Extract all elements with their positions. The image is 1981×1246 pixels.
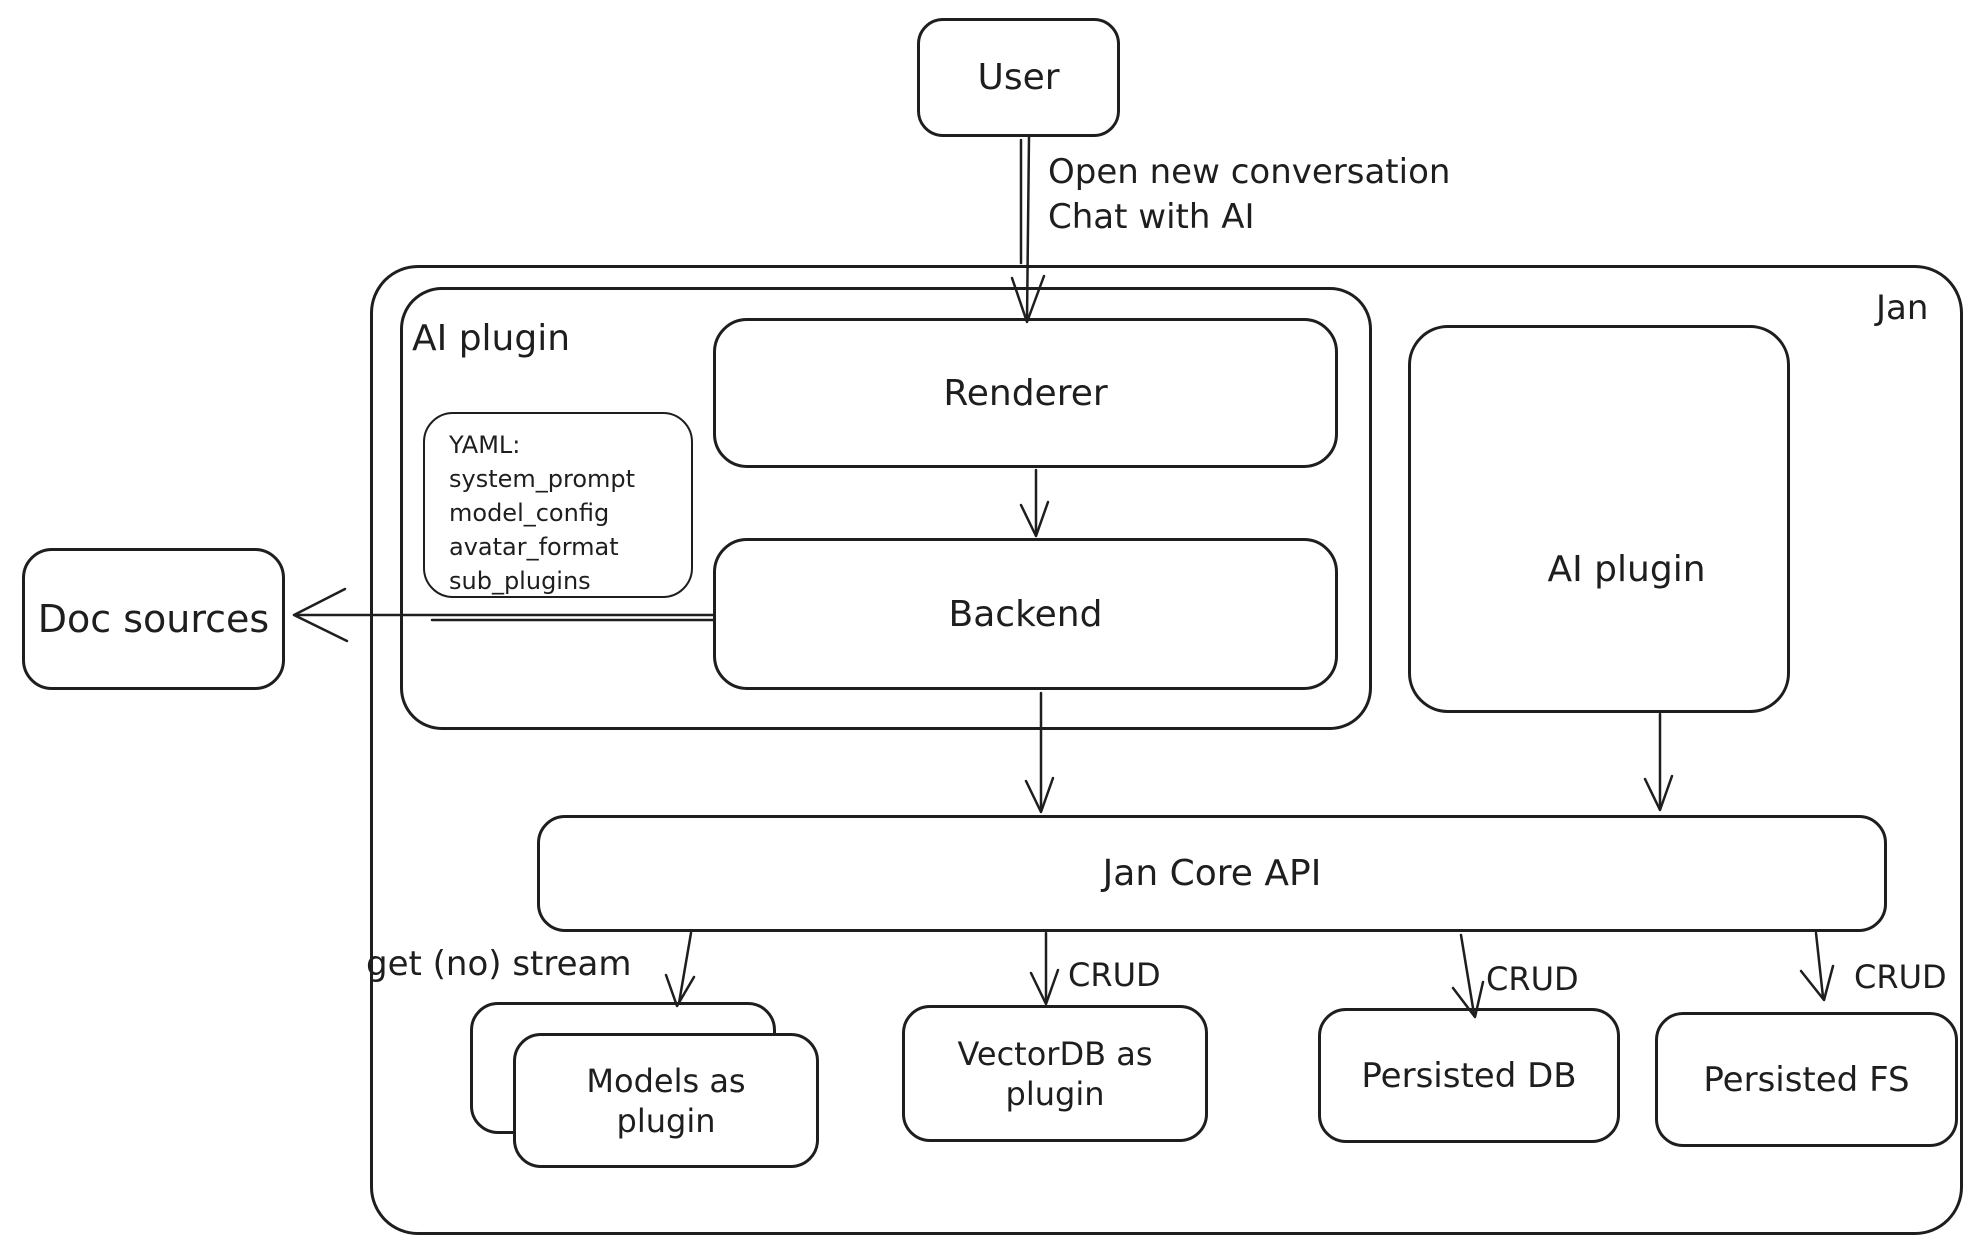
node-doc-sources: Doc sources [22, 548, 285, 690]
models-plugin-label: Models as plugin [586, 1061, 746, 1140]
vectordb-plugin-label: VectorDB as plugin [957, 1034, 1153, 1113]
ai-plugin-container-label: AI plugin [412, 318, 571, 359]
edge-label-crud-persisted-db: CRUD [1486, 960, 1579, 998]
node-ai-plugin-container [400, 287, 1372, 730]
jan-core-api-label: Jan Core API [1102, 853, 1322, 894]
renderer-label: Renderer [943, 372, 1108, 414]
edge-label-open-conversation: Open new conversation [1048, 152, 1451, 192]
node-renderer: Renderer [713, 318, 1338, 468]
node-jan-core-api: Jan Core API [537, 815, 1887, 932]
user-label: User [977, 57, 1060, 98]
node-persisted-db: Persisted DB [1318, 1008, 1620, 1143]
yaml-line: model_config [449, 499, 610, 527]
node-ai-plugin-right: AI plugin [1408, 325, 1790, 713]
ai-plugin-right-label: AI plugin [1547, 548, 1706, 590]
yaml-line: sub_plugins [449, 567, 591, 595]
edge-label-crud-vectordb: CRUD [1068, 956, 1161, 994]
yaml-line: YAML: [449, 431, 521, 459]
persisted-db-label: Persisted DB [1361, 1055, 1577, 1096]
yaml-line: system_prompt [449, 465, 636, 493]
edge-label-user-actions: Open new conversation Chat with AI [1048, 150, 1450, 240]
node-backend: Backend [713, 538, 1338, 690]
doc-sources-label: Doc sources [37, 597, 270, 641]
node-user: User [917, 18, 1120, 137]
persisted-fs-label: Persisted FS [1703, 1059, 1910, 1100]
yaml-line: avatar_format [449, 533, 619, 561]
edge-label-get-no-stream: get (no) stream [366, 944, 632, 984]
edge-label-crud-persisted-fs: CRUD [1854, 958, 1947, 996]
node-jan-container [370, 265, 1963, 1235]
edge-label-chat-with-ai: Chat with AI [1048, 197, 1255, 237]
node-persisted-fs: Persisted FS [1655, 1012, 1958, 1147]
node-vectordb-plugin: VectorDB as plugin [902, 1005, 1208, 1142]
jan-container-label: Jan [1876, 288, 1929, 328]
node-models-plugin: Models as plugin [513, 1033, 819, 1168]
backend-label: Backend [948, 593, 1103, 635]
node-yaml-note: YAML: system_prompt model_config avatar_… [423, 412, 693, 598]
